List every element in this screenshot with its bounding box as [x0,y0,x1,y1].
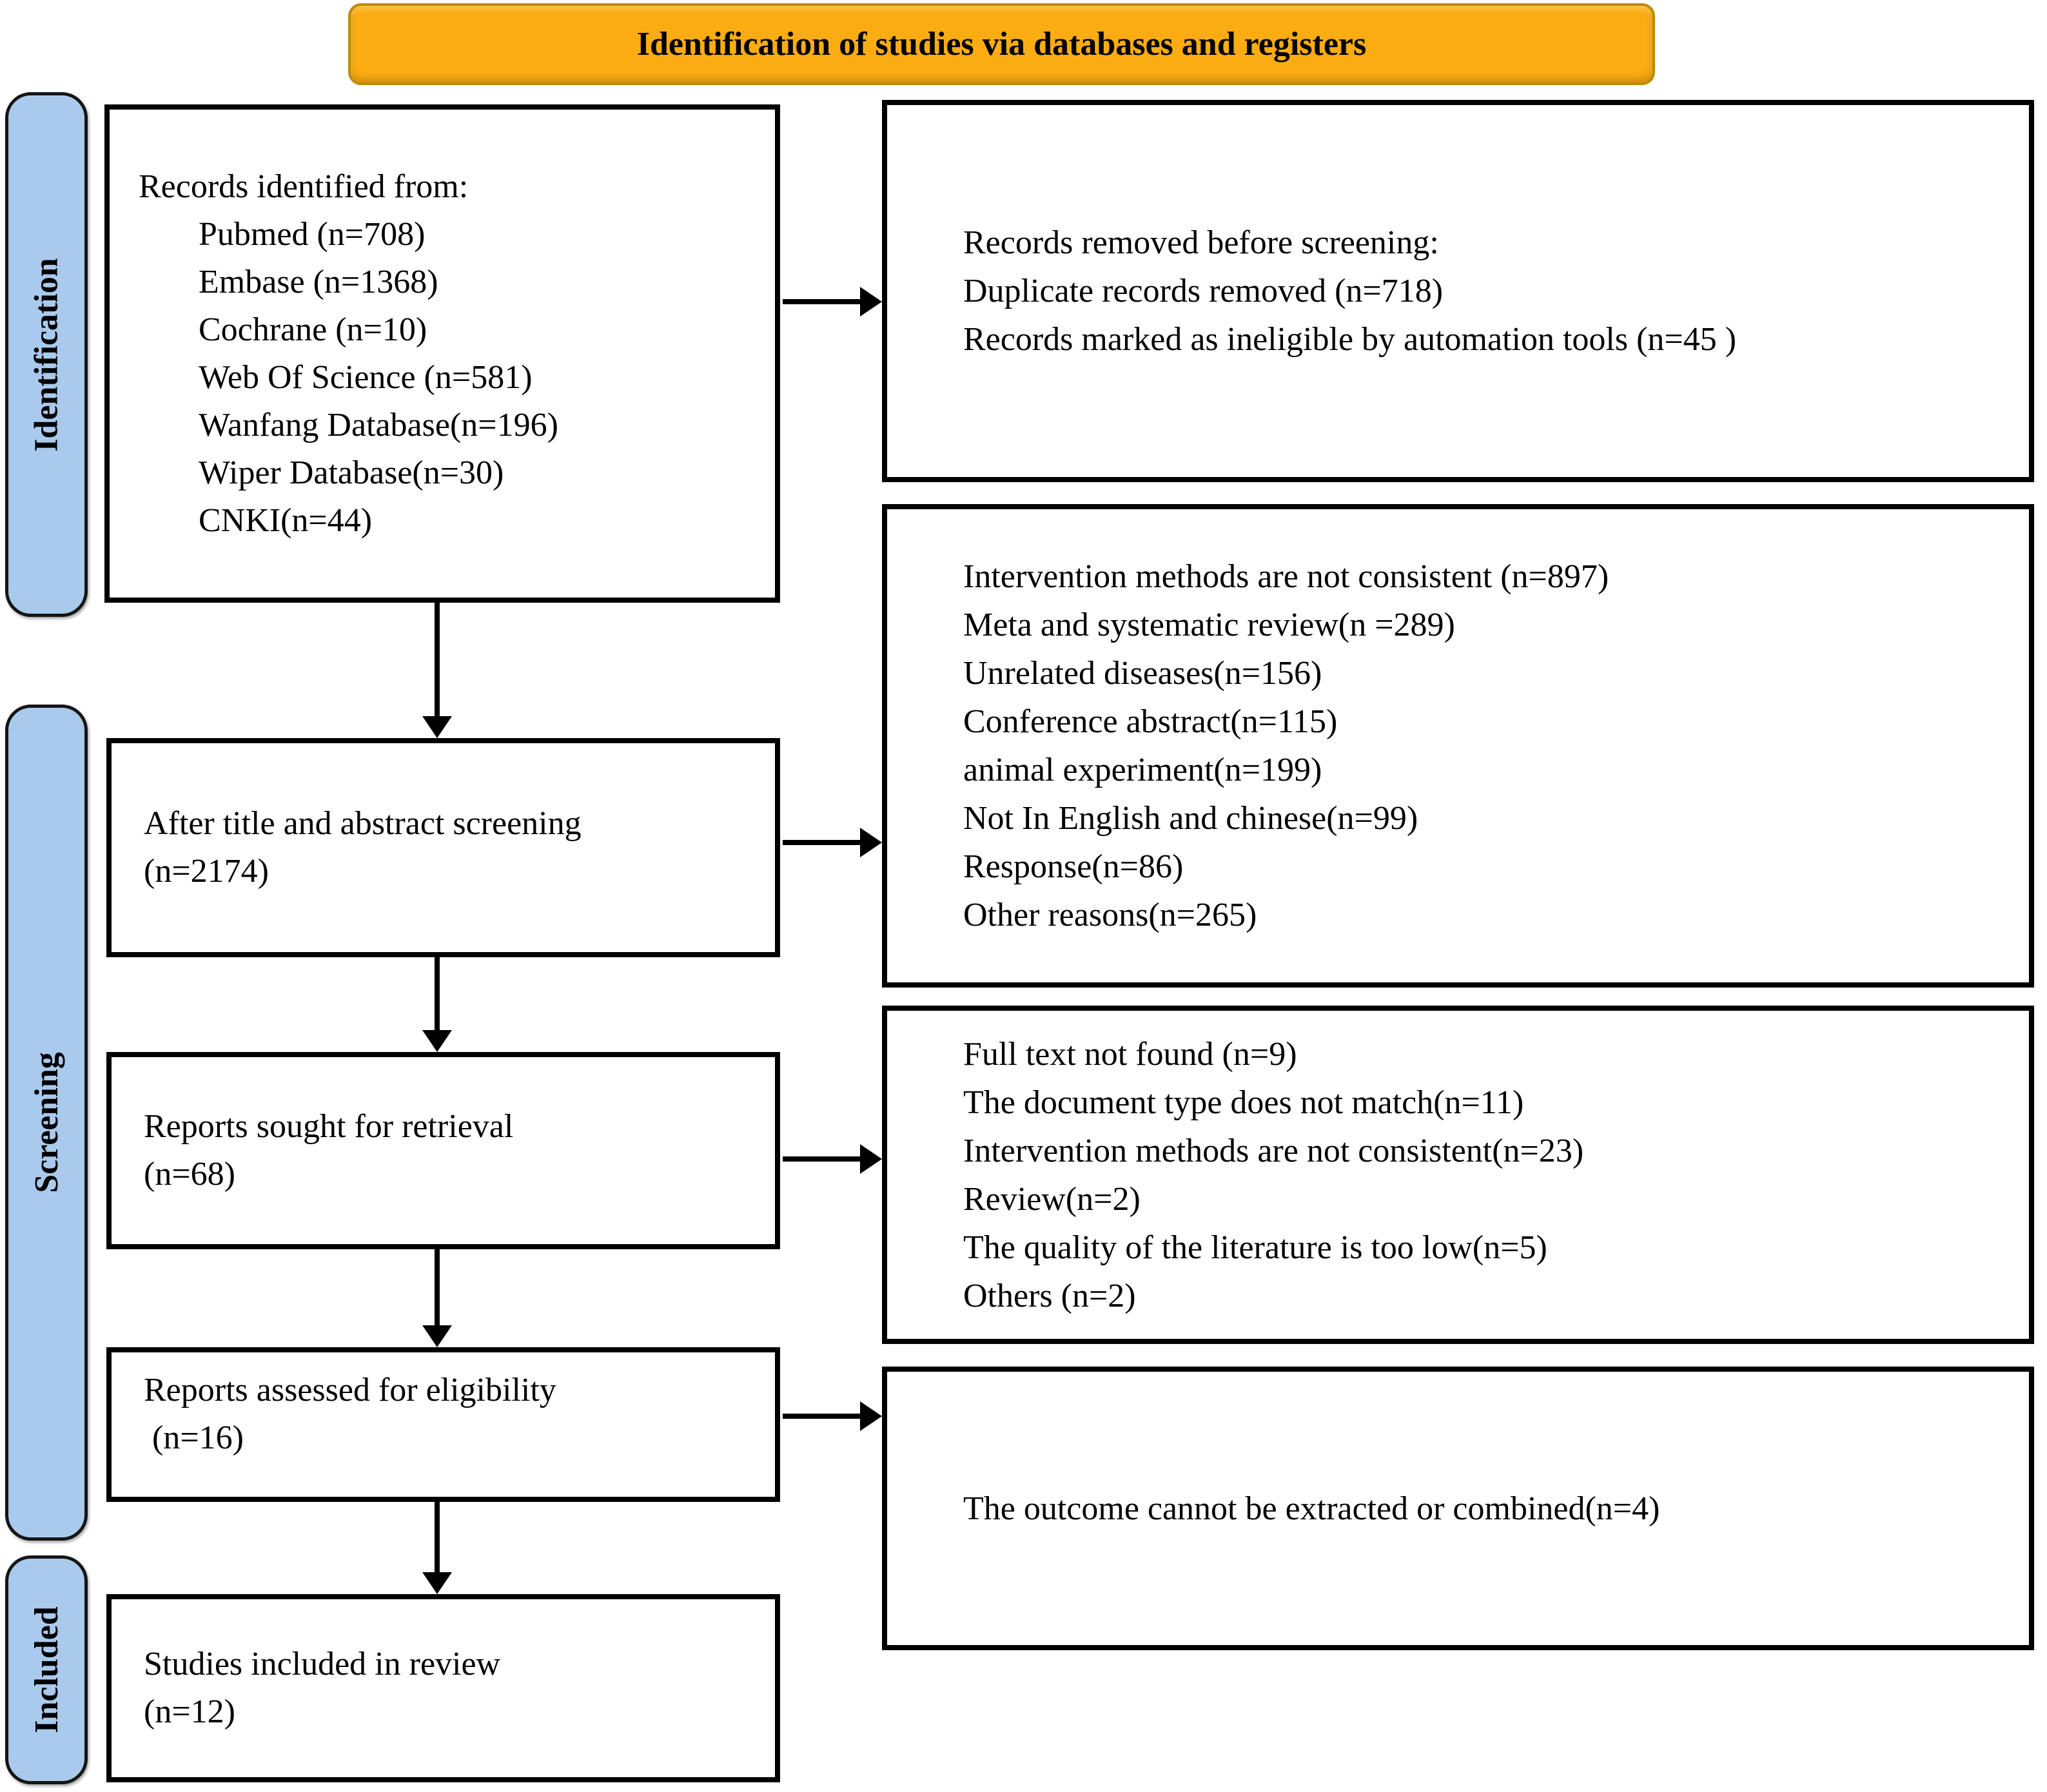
text-line: (n=68) [144,1156,235,1193]
arrow-sought-to-excluded [783,1156,860,1162]
text-line: Embase (n=1368) [199,263,438,300]
box-records-identified: Records identified from: Pubmed (n=708) … [104,104,780,603]
text-line: Intervention methods are not consistent(… [963,1132,1584,1169]
text-line: Records identified from: [139,168,469,205]
stage-label-text: Included [28,1606,65,1733]
arrow-sought-to-assessed [435,1249,440,1325]
box-excluded-title-abstract: Intervention methods are not consistent … [882,504,2034,988]
text-line: Review(n=2) [963,1180,1141,1218]
text-line: Unrelated diseases(n=156) [963,655,1322,692]
arrow-identified-to-removed [783,299,860,304]
text-line: Pubmed (n=708) [199,215,426,253]
text-line: After title and abstract screening [144,805,582,842]
text-line: Wiper Database(n=30) [199,454,504,491]
text-line: Response(n=86) [963,848,1184,885]
title-text: Identification of studies via databases … [636,26,1367,63]
arrow-identified-to-screening [435,603,440,716]
text-line: Wanfang Database(n=196) [199,406,558,443]
text-line: Intervention methods are not consistent … [963,558,1609,595]
arrow-assessed-to-included [435,1502,440,1572]
arrow-screening-to-sought [435,957,440,1030]
text-line: Meta and systematic review(n =289) [963,607,1455,643]
stage-label-text: Screening [28,1052,65,1193]
stage-label-identification: Identification [5,92,88,617]
arrow-assessed-to-excluded [783,1414,860,1419]
text-line: Reports sought for retrieval [144,1108,514,1145]
text-line: Conference abstract(n=115) [963,703,1338,740]
text-line: Full text not found (n=9) [963,1035,1297,1073]
text-line: Studies included in review [144,1646,501,1682]
text-line: The document type does not match(n=11) [963,1084,1524,1121]
text-line: (n=2174) [144,853,269,890]
stage-label-screening: Screening [5,705,88,1541]
text-line: Cochrane (n=10) [199,311,427,348]
text-line: Duplicate records removed (n=718) [963,273,1444,309]
text-line: Not In English and chinese(n=99) [963,800,1418,837]
text-line: (n=16) [144,1419,244,1456]
box-records-removed: Records removed before screening: Duplic… [882,100,2034,482]
box-title-abstract-screening: After title and abstract screening (n=21… [106,738,780,957]
text-line: Records marked as ineligible by automati… [963,321,1737,358]
stage-label-included: Included [5,1555,88,1784]
text-line: Records removed before screening: [963,224,1439,261]
text-line: The outcome cannot be extracted or combi… [963,1490,1660,1527]
box-studies-included: Studies included in review (n=12) [106,1594,780,1782]
text-line: The quality of the literature is too low… [963,1229,1547,1266]
text-line: (n=12) [144,1693,235,1730]
stage-label-text: Identification [28,257,65,452]
arrow-screening-to-excluded [783,840,860,845]
box-excluded-eligibility: The outcome cannot be extracted or combi… [882,1367,2034,1650]
text-line: Other reasons(n=265) [963,897,1257,933]
box-excluded-retrieval: Full text not found (n=9) The document t… [882,1006,2034,1344]
box-reports-assessed: Reports assessed for eligibility (n=16) [106,1347,780,1502]
box-reports-sought: Reports sought for retrieval (n=68) [106,1052,780,1249]
text-line: Others (n=2) [963,1277,1136,1314]
text-line: Reports assessed for eligibility [144,1372,556,1408]
text-line: Web Of Science (n=581) [199,358,533,396]
text-line: CNKI(n=44) [199,502,373,539]
title-banner: Identification of studies via databases … [348,3,1655,85]
text-line: animal experiment(n=199) [963,752,1322,788]
